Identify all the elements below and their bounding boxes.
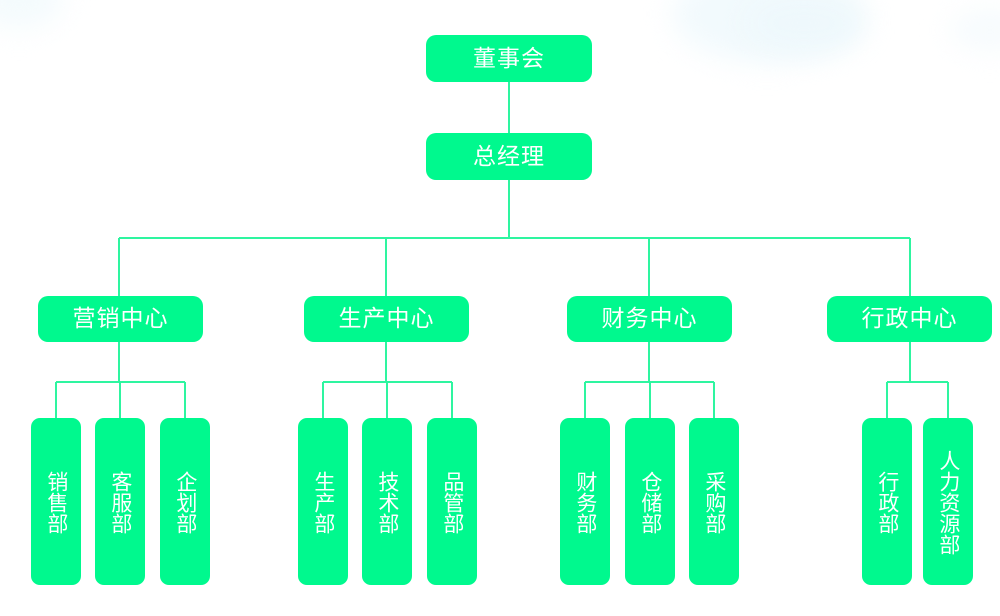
node-dept-purchasing[interactable]: 采购部 <box>689 418 739 585</box>
background-watermark <box>950 10 1000 50</box>
node-label: 生产部 <box>311 471 335 534</box>
node-center-administration[interactable]: 行政中心 <box>827 296 992 342</box>
node-label: 技术部 <box>375 471 399 534</box>
node-dept-finance[interactable]: 财务部 <box>560 418 610 585</box>
background-watermark <box>744 0 864 52</box>
node-label: 采购部 <box>702 471 726 534</box>
node-dept-sales[interactable]: 销售部 <box>31 418 81 585</box>
node-center-production[interactable]: 生产中心 <box>304 296 469 342</box>
node-center-marketing[interactable]: 营销中心 <box>38 296 203 342</box>
node-label: 营销中心 <box>72 305 169 332</box>
node-dept-administration[interactable]: 行政部 <box>862 418 912 585</box>
node-label: 行政中心 <box>861 305 958 332</box>
node-label: 企划部 <box>173 471 197 534</box>
node-label: 行政部 <box>875 471 899 534</box>
node-label: 客服部 <box>108 471 132 534</box>
node-label: 品管部 <box>440 471 464 534</box>
background-watermark <box>0 0 64 28</box>
node-dept-human-resources[interactable]: 人力资源部 <box>923 418 973 585</box>
node-label: 财务中心 <box>601 305 698 332</box>
node-dept-production[interactable]: 生产部 <box>298 418 348 585</box>
node-label: 人力资源部 <box>936 450 960 555</box>
background-watermark <box>672 0 862 62</box>
node-board[interactable]: 董事会 <box>426 35 592 82</box>
node-dept-customer-service[interactable]: 客服部 <box>95 418 145 585</box>
node-label: 仓储部 <box>638 471 662 534</box>
node-dept-warehouse[interactable]: 仓储部 <box>625 418 675 585</box>
node-label: 生产中心 <box>338 305 435 332</box>
node-center-finance[interactable]: 财务中心 <box>567 296 732 342</box>
node-label: 董事会 <box>473 44 545 71</box>
node-dept-technology[interactable]: 技术部 <box>362 418 412 585</box>
node-label: 总经理 <box>473 142 545 169</box>
node-dept-quality-control[interactable]: 品管部 <box>427 418 477 585</box>
node-label: 财务部 <box>573 471 597 534</box>
node-general-manager[interactable]: 总经理 <box>426 133 592 180</box>
node-dept-planning[interactable]: 企划部 <box>160 418 210 585</box>
node-label: 销售部 <box>44 471 68 534</box>
